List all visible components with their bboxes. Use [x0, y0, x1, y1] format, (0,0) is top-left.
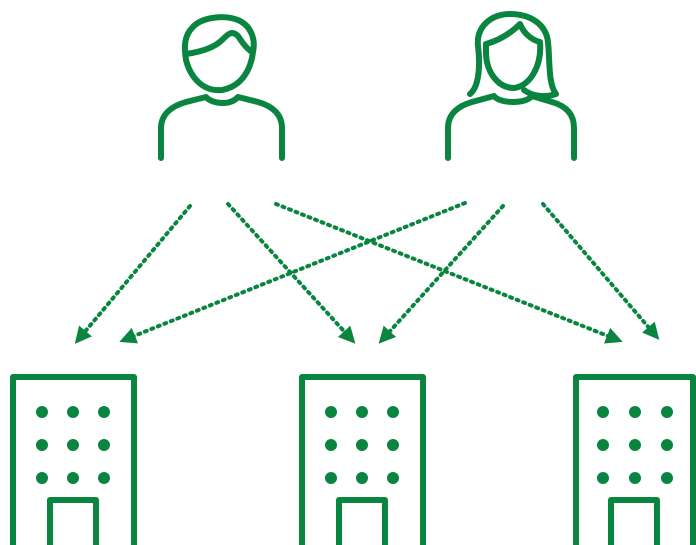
- man-icon: [158, 14, 285, 161]
- connection-arrows: [74, 201, 660, 344]
- window-dots: [36, 406, 110, 484]
- arrow-man-to-building-1: [74, 204, 192, 344]
- office-building-icon: [573, 374, 696, 545]
- window-dots: [597, 406, 673, 484]
- arrow-man-to-building-3: [274, 202, 623, 344]
- woman-icon: [445, 11, 577, 161]
- office-building-icon: [299, 374, 426, 545]
- office-building-icon: [10, 374, 137, 545]
- window-dots: [325, 406, 399, 484]
- arrow-woman-to-building-3: [541, 202, 660, 340]
- arrow-woman-to-building-1: [119, 201, 467, 344]
- arrow-woman-to-building-2: [378, 204, 505, 344]
